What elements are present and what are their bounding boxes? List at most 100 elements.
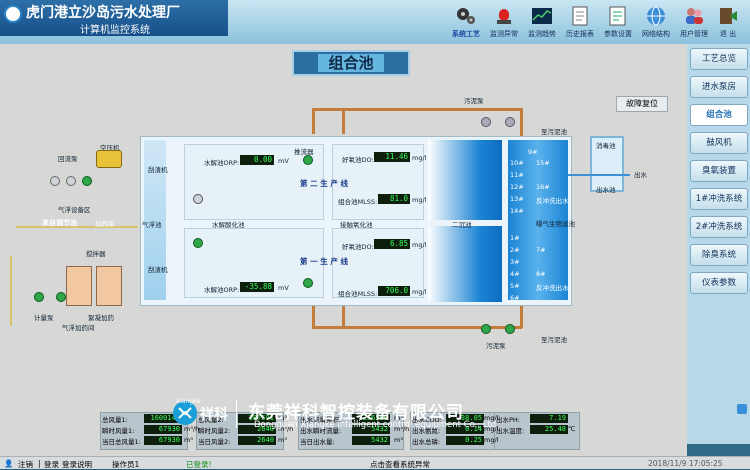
nav-exit[interactable]: 退 出 — [708, 3, 748, 41]
pump-icon[interactable] — [50, 176, 60, 186]
dosing-pump-label: 加药泵 — [95, 220, 115, 228]
mixer-icon[interactable] — [303, 278, 313, 288]
panel-row-label: 总风量2: — [198, 416, 224, 424]
sludge-pipe-bottom-right — [520, 306, 523, 328]
panel-row-unit: m³ — [394, 414, 403, 422]
panel-row-label: 总风量1: — [102, 416, 128, 424]
settings-icon — [609, 6, 626, 26]
users-icon — [686, 8, 703, 24]
panel-row-unit: m³/h — [278, 425, 294, 433]
sidebar-item-ozone[interactable]: 臭氧装置 — [690, 160, 748, 182]
flotation-pool-label: 气浮池 — [142, 221, 162, 229]
sidebar-item-process-overview[interactable]: 工艺总览 — [690, 48, 748, 70]
do-label: 好氧池DO: — [342, 156, 374, 164]
sidebar-item-backwash-2[interactable]: 2#冲洗系统 — [690, 216, 748, 238]
sludge-pump-label: 污泥泵 — [464, 97, 484, 105]
panel-row-value: 1600140 — [144, 414, 182, 423]
disinfection-label: 消毒池 — [596, 142, 616, 150]
pump-icon[interactable] — [66, 176, 76, 186]
orp-label: 水解池ORP: — [204, 286, 240, 294]
company-name-en: Dongguan Xiangke intelligent control equ… — [254, 420, 497, 430]
panel-row-unit: m³ — [278, 436, 287, 444]
alarm-hint-link[interactable]: 点击查看系统异常 — [370, 460, 430, 469]
sidebar-item-backwash-1[interactable]: 1#冲洗系统 — [690, 188, 748, 210]
sidebar-item-inlet-pump[interactable]: 进水泵房 — [690, 76, 748, 98]
dosing-tank — [66, 266, 92, 306]
nav-network[interactable]: 网络结构 — [636, 3, 676, 41]
nav-trend[interactable]: 监测趋势 — [522, 3, 562, 41]
divider — [236, 400, 237, 428]
outlet-pool-label: 出水池 — [596, 186, 616, 194]
panel-row-unit: m³ — [184, 436, 193, 444]
nav-system-process[interactable]: 系统工艺 — [446, 3, 486, 41]
sidebar-item-combined-tank[interactable]: 组合池 — [690, 104, 748, 126]
sidebar-item-instrument[interactable]: 仪表参数 — [690, 272, 748, 294]
panel-row-value: 2640 — [238, 425, 276, 434]
panel-row-unit: mg/l — [484, 425, 499, 433]
panel-row-value: 0.25 — [446, 436, 484, 445]
sludge-pump-icon[interactable] — [481, 117, 491, 127]
fault-reset-button[interactable]: 故障复位 — [616, 96, 668, 112]
panel-row-label: 出水总磷: — [412, 438, 441, 446]
scroll-arrow-icon[interactable] — [737, 404, 747, 414]
sidebar-item-deodor[interactable]: 除臭系统 — [690, 244, 748, 266]
panel-row-value: 67930 — [144, 425, 182, 434]
air-compressor-icon[interactable] — [96, 150, 122, 168]
scraper-label: 刮渣机 — [148, 166, 168, 174]
title-banner: 虎门港立沙岛污水处理厂 计算机监控系统 — [0, 0, 228, 36]
filter-tag: 14# — [510, 207, 524, 215]
nav-label: 退 出 — [719, 30, 737, 38]
mixer-icon[interactable] — [193, 238, 203, 248]
panel-row-value: 387591 — [238, 414, 276, 423]
login-link[interactable]: 登录 — [44, 460, 59, 469]
unit-label: mV — [278, 284, 289, 292]
filter-tag: 8# — [536, 270, 546, 278]
filter-tag: 13# — [510, 195, 524, 203]
login-help-link[interactable]: 登录说明 — [62, 460, 92, 469]
panel-row-label: 当日风量2: — [198, 438, 231, 446]
mixer-label: 搅拌器 — [86, 250, 106, 258]
disinfection-tank — [590, 136, 624, 192]
nav-history-report[interactable]: 历史报表 — [560, 3, 600, 41]
panel-row-value: 5432 — [352, 425, 390, 434]
panel-row-unit: mg/l — [484, 414, 499, 422]
panel-row-label: 瞬时风量1: — [102, 427, 135, 435]
page-title: 组合池 — [292, 50, 410, 76]
logout-link[interactable]: 注销 — [18, 460, 33, 469]
plant-logo — [4, 5, 22, 23]
outlet-pipe — [568, 174, 630, 176]
return-pump-label: 回流泵 — [58, 155, 78, 163]
panel-row-label: 瞬时风量2: — [198, 427, 231, 435]
nav-alarm[interactable]: 监测异常 — [484, 3, 524, 41]
sludge-pump-icon[interactable] — [505, 117, 515, 127]
poly-dosing-label: 絮凝加药 — [88, 314, 114, 322]
xiangke-logo-icon — [173, 401, 197, 425]
sludge-pipe-top-drop1 — [312, 108, 315, 134]
panel-row-value: 25.48 — [530, 425, 568, 434]
brand-en: XiangKe — [176, 398, 201, 405]
mixer-icon[interactable] — [303, 155, 313, 165]
pump-icon[interactable] — [82, 176, 92, 186]
sludge-pump-icon[interactable] — [505, 324, 515, 334]
nav-user-management[interactable]: 用户管理 — [674, 3, 714, 41]
hydrolysis-label: 水解酸化池 — [212, 221, 245, 229]
unit-label: mg/l — [412, 288, 427, 296]
filter-tag: 5# — [510, 282, 520, 290]
panel-row-label: 出水COD: — [412, 416, 442, 424]
panel-row-value: 7.19 — [530, 414, 568, 423]
panel-row-unit: ℃ — [568, 425, 576, 433]
mixer-icon[interactable] — [193, 194, 203, 204]
filter-tag: 11# — [510, 171, 524, 179]
nav-parameter-settings[interactable]: 参数设置 — [598, 3, 638, 41]
process-diagram: 组合池 故障复位 污泥泵 至污泥池 空压机 回流泵 气浮设备区 来自调节池 加药… — [0, 44, 687, 456]
nav-label: 用户管理 — [680, 30, 708, 38]
contact-oxidation-label: 接触氧化池 — [340, 221, 373, 229]
sidebar-item-blower[interactable]: 鼓风机 — [690, 132, 748, 154]
metering-pump-icon[interactable] — [34, 292, 44, 302]
sludge-pump-icon[interactable] — [481, 324, 491, 334]
metering-pump-icon[interactable] — [56, 292, 66, 302]
sludge-pipe-bottom-drop2 — [342, 306, 345, 328]
air-compressor-label: 空压机 — [100, 144, 120, 152]
metering-pump-label: 计量泵 — [34, 314, 54, 322]
